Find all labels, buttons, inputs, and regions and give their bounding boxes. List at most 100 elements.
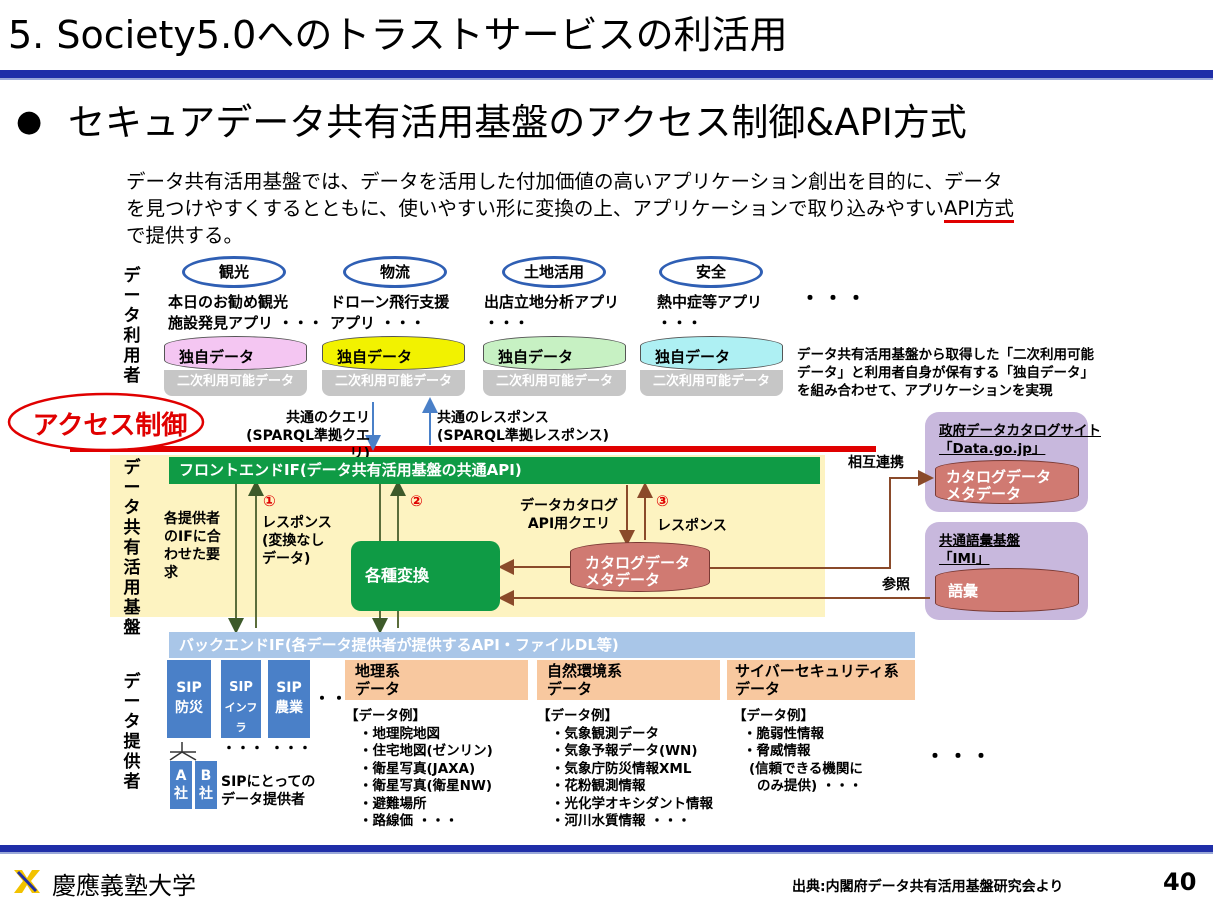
own-data-logistics: 独自データ (322, 336, 465, 370)
users-layer-label: データ利用者 (123, 266, 141, 386)
category-env-examples: 【データ例】 ・気象観測データ ・気象予報データ(WN) ・気象庁防災情報XML… (537, 708, 713, 831)
category-env-items: ・気象観測データ ・気象予報データ(WN) ・気象庁防災情報XML ・花粉観測情… (537, 726, 713, 831)
category-env-title: 自然環境系 データ (547, 662, 623, 698)
company-a-bottom: 社 (174, 786, 188, 802)
list-item: ・光化学オキシダント情報 (551, 795, 713, 812)
secondary-data-logistics: 二次利用可能データ (322, 370, 465, 396)
step1-label: レスポンス (変換なし データ) (262, 515, 332, 567)
query-line-1: 共通のクエリ (286, 410, 370, 426)
intro-line-3: で提供する。 (126, 224, 244, 247)
company-b-bottom: 社 (199, 786, 213, 802)
list-item: ・衛星写真(JAXA) (359, 760, 476, 777)
category-cyber-examples: 【データ例】 ・脆弱性情報 ・脅威情報 (信頼できる機関に のみ提供) ・・・ (733, 708, 863, 796)
sip-disaster-top: SIP (176, 680, 202, 696)
db-logistics: 独自データ 二次利用可能データ (322, 336, 465, 398)
frontend-if-bar: フロントエンドIF(データ共有活用基盤の共通API) (169, 457, 820, 484)
list-item: ・地理院地図 (359, 725, 440, 742)
gov-site-title: 政府データカタログサイト 「Data.go.jp」 (939, 422, 1101, 458)
sip-agri-top: SIP (276, 680, 302, 696)
more-apps-ellipsis: ・・・ (800, 286, 869, 310)
reference-label: 参照 (882, 577, 910, 593)
intro-line-2-text: を見つけやすくするとともに、使いやすい形に変換の上、アプリケーションで取り込みや… (126, 197, 945, 220)
mutual-link-label: 相互連携 (848, 455, 904, 471)
catalog-db: カタログデータ メタデータ (570, 542, 710, 592)
step3-label: レスポンス (657, 518, 727, 534)
gov-site-name: 政府データカタログサイト (939, 423, 1101, 439)
category-cyber-example-head: 【データ例】 (733, 708, 814, 724)
response-line-1: 共通のレスポンス (437, 410, 549, 426)
secondary-data-tourism: 二次利用可能データ (164, 370, 307, 396)
gov-site-db: カタログデータ メタデータ (935, 460, 1079, 504)
bullet-icon: ● (16, 104, 43, 139)
list-item: ・避難場所 (359, 795, 427, 812)
list-item: ・花粉観測情報 (551, 778, 646, 794)
catalog-query-label: データカタログ API用クエリ (520, 498, 618, 532)
category-cyber-items: ・脆弱性情報 ・脅威情報 (信頼できる機関に のみ提供) ・・・ (733, 726, 863, 796)
app-logistics: ドローン飛行支援 アプリ ・・・ (330, 293, 450, 332)
sip-agri-bottom: 農業 (275, 700, 303, 716)
intro-line-2: を見つけやすくするとともに、使いやすい形に変換の上、アプリケーションで取り込みや… (126, 195, 1106, 223)
intro-paragraph: データ共有活用基盤では、データを活用した付加価値の高いアプリケーション創出を目的… (126, 168, 1106, 249)
category-env-example-head: 【データ例】 (537, 708, 618, 724)
list-item: ・気象庁防災情報XML (551, 760, 692, 777)
app-tourism: 本日のお勧め観光 施設発見アプリ ・・・ (168, 293, 324, 332)
university-logo-icon (14, 870, 40, 893)
domain-oval-logistics: 物流 (343, 256, 447, 288)
vocab-db: 語彙 (935, 568, 1079, 612)
subtitle-text: セキュアデータ共有活用基盤のアクセス制御&API方式 (67, 101, 967, 144)
sip-disaster-bottom: 防災 (175, 700, 203, 716)
domain-oval-land: 土地活用 (502, 256, 606, 288)
secondary-data-land: 二次利用可能データ (483, 370, 626, 396)
own-data-safety: 独自データ (640, 336, 783, 370)
list-item: ・気象観測データ (551, 725, 659, 742)
db-land: 独自データ 二次利用可能データ (483, 336, 626, 398)
source-citation: 出典:内閣府データ共有活用基盤研究会より (792, 879, 1064, 895)
imi-sub: 「IMI」 (939, 551, 990, 567)
api-highlight: API方式 (944, 197, 1014, 223)
query-label: 共通のクエリ (SPARQL準拠クエリ) (230, 409, 370, 463)
own-data-tourism: 独自データ (164, 336, 307, 370)
provider-request-label: 各提供者 のIFに合 わせた要 求 (164, 511, 221, 581)
imi-title: 共通語彙基盤 「IMI」 (939, 532, 1020, 568)
page-title: 5. Society5.0へのトラストサービスの利活用 (8, 13, 788, 57)
user-note: データ共有活用基盤から取得した「二次利用可能データ」と利用者自身が保有する「独自… (797, 347, 1094, 399)
footer-divider-light (0, 852, 1213, 854)
db-safety: 独自データ 二次利用可能データ (640, 336, 783, 398)
secondary-data-safety: 二次利用可能データ (640, 370, 783, 396)
gov-site-sub: 「Data.go.jp」 (939, 441, 1046, 457)
list-item: ・脆弱性情報 (743, 725, 824, 742)
more-categories-ellipsis: ・・・ (925, 744, 994, 768)
category-geo-example-head: 【データ例】 (345, 708, 426, 724)
conversion-box: 各種変換 (351, 541, 500, 611)
list-item: ・路線価 ・・・ (359, 813, 459, 829)
category-cyber-header: サイバーセキュリティ系 データ (727, 660, 915, 700)
category-env-header: 自然環境系 データ (537, 660, 720, 700)
response-label: 共通のレスポンス (SPARQL準拠レスポンス) (437, 409, 609, 445)
category-geo-title: 地理系 データ (355, 662, 401, 698)
header-divider-light (0, 78, 1213, 80)
backend-if-bar: バックエンドIF(各データ提供者が提供するAPI・ファイルDL等) (169, 632, 915, 658)
response-line-2: (SPARQL準拠レスポンス) (437, 428, 610, 444)
section-subtitle: ● セキュアデータ共有活用基盤のアクセス制御&API方式 (16, 92, 967, 146)
step1-marker: ① (263, 492, 276, 510)
sip-infra-top: SIP (229, 680, 253, 695)
list-item: のみ提供) ・・・ (757, 778, 863, 794)
list-item: ・河川水質情報 ・・・ (551, 813, 691, 829)
category-cyber-title: サイバーセキュリティ系 データ (735, 662, 899, 698)
sip-disaster-box: SIP 防災 (167, 660, 211, 738)
providers-layer-label: データ提供者 (123, 672, 141, 792)
intro-line-1: データ共有活用基盤では、データを活用した付加価値の高いアプリケーション創出を目的… (126, 170, 1003, 193)
company-a-top: A (175, 768, 187, 784)
step3-marker: ③ (656, 492, 669, 510)
access-control-oval (7, 392, 205, 452)
sip-infra-ellipsis: ・・・ (222, 741, 264, 757)
db-tourism: 独自データ 二次利用可能データ (164, 336, 307, 398)
sip-agri-box: SIP 農業 (268, 660, 310, 738)
own-data-land: 独自データ (483, 336, 626, 370)
imi-name: 共通語彙基盤 (939, 533, 1020, 549)
sip-infra-bottom: インフラ (224, 701, 258, 734)
access-control-label: アクセス制御 (32, 411, 188, 441)
company-b-top: B (200, 768, 212, 784)
